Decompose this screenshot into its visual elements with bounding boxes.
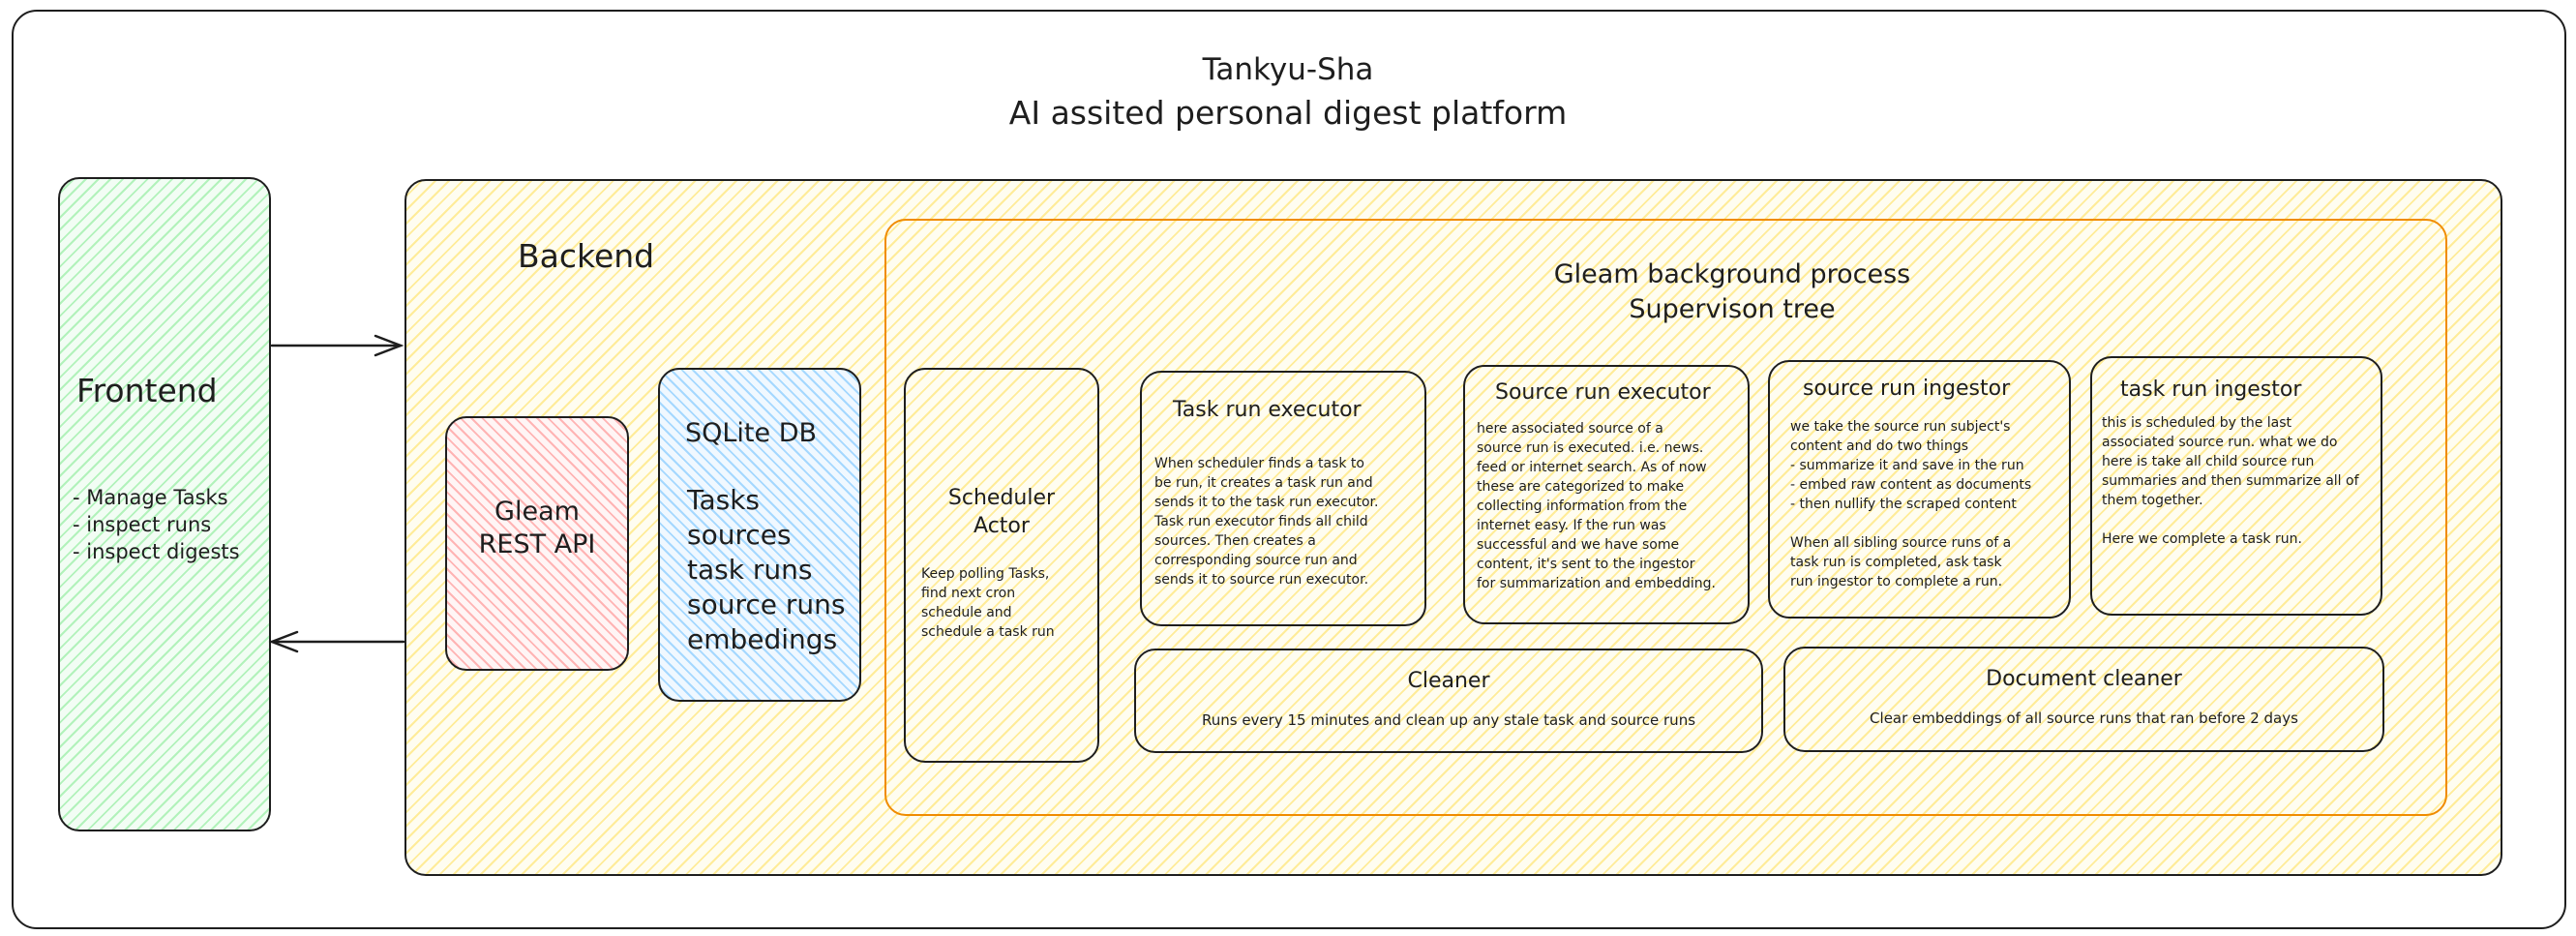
outer-frame xyxy=(12,10,2566,929)
source-run-executor-box xyxy=(1463,365,1750,624)
backend-to-frontend-arrow xyxy=(268,630,405,653)
backend-heading: Backend xyxy=(518,237,655,275)
cleaner-desc: Runs every 15 minutes and clean up any s… xyxy=(1201,711,1696,729)
task-run-ingestor-box xyxy=(2090,356,2382,616)
scheduler-actor-desc: Keep polling Tasks, find next cron sched… xyxy=(921,566,1055,640)
sqlite-tables: Tasks sources task runs source runs embe… xyxy=(687,484,846,655)
frontend-to-backend-arrow xyxy=(270,334,404,357)
document-cleaner-desc: Clear embeddings of all source runs that… xyxy=(1870,710,2298,727)
source-run-executor-desc: here associated source of a source run i… xyxy=(1477,421,1716,591)
rest-api-label: Gleam REST API xyxy=(478,497,596,559)
frontend-heading: Frontend xyxy=(76,372,218,409)
source-run-ingestor-desc: we take the source run subject's content… xyxy=(1790,419,2032,589)
document-cleaner-box xyxy=(1783,647,2384,752)
task-run-executor-title: Task run executor xyxy=(1173,398,1362,422)
frontend-box xyxy=(58,177,271,831)
diagram-title: Tankyu-Sha xyxy=(1202,52,1374,87)
cleaner-box xyxy=(1134,649,1763,753)
task-run-executor-box xyxy=(1140,371,1426,626)
document-cleaner-title: Document cleaner xyxy=(1986,667,2182,691)
task-run-ingestor-desc: this is scheduled by the last associated… xyxy=(2102,415,2359,547)
task-run-ingestor-title: task run ingestor xyxy=(2120,377,2302,402)
scheduler-actor-title: Scheduler Actor xyxy=(947,486,1056,538)
task-run-executor-desc: When scheduler finds a task to be run, i… xyxy=(1154,456,1379,588)
source-run-executor-title: Source run executor xyxy=(1495,380,1711,405)
cleaner-title: Cleaner xyxy=(1407,669,1490,693)
diagram-subtitle: AI assited personal digest platform xyxy=(1008,94,1568,132)
rest-api-box xyxy=(445,416,629,671)
scheduler-actor-box xyxy=(904,368,1099,763)
source-run-ingestor-title: source run ingestor xyxy=(1803,377,2011,401)
supervision-tree-box xyxy=(884,219,2447,816)
supervision-tree-heading: Gleam background process Supervison tree xyxy=(1553,259,1911,324)
sqlite-box xyxy=(658,368,861,702)
source-run-ingestor-box xyxy=(1768,360,2071,619)
frontend-items: - Manage Tasks - inspect runs - inspect … xyxy=(73,486,240,563)
sqlite-heading: SQLite DB xyxy=(685,418,818,448)
